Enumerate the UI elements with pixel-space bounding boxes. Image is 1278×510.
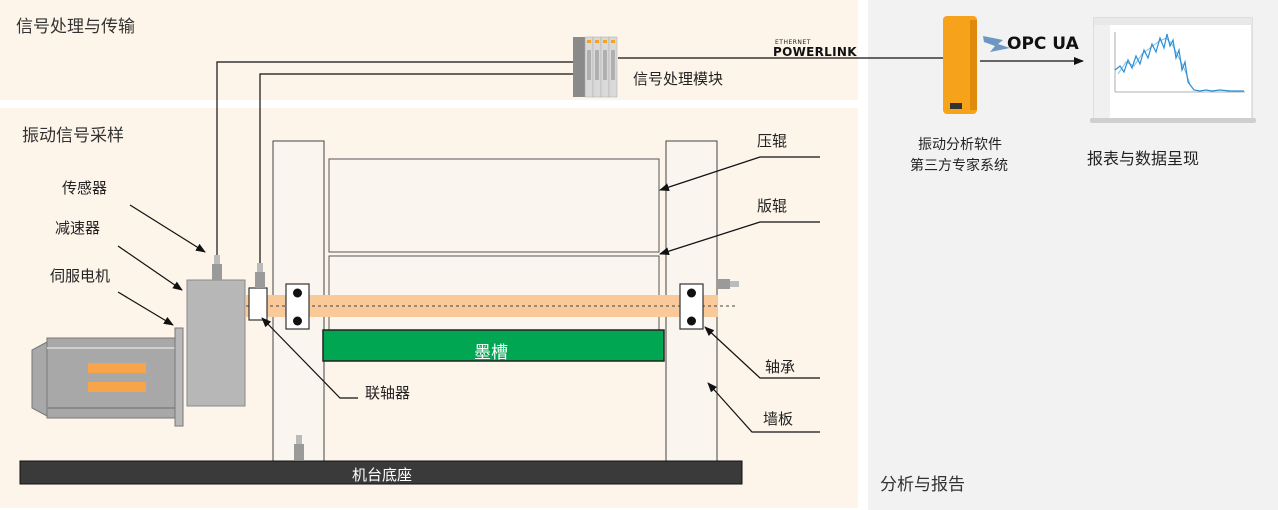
servo-motor-label: 伺服电机: [50, 267, 111, 285]
coupling: [248, 287, 268, 321]
coupling-label: 联轴器: [365, 384, 411, 402]
reducer-label: 减速器: [55, 219, 101, 237]
sensor-leader: [129, 204, 206, 253]
plate-roller-leader: [659, 221, 820, 256]
sensor-reducer: [212, 255, 222, 280]
vibration-sampling-title: 振动信号采样: [22, 126, 124, 146]
analysis-software-label-1: 振动分析软件: [918, 137, 1002, 153]
press-roller: [328, 158, 660, 253]
report-screen: [1090, 17, 1256, 123]
wall-plate-label: 墙板: [763, 410, 794, 428]
opcua-logo-icon: [983, 36, 1010, 52]
plate-roller-label: 版辊: [757, 197, 788, 215]
plate-roller: [328, 255, 660, 333]
signal-module-label: 信号处理模块: [633, 70, 724, 88]
press-roller-leader: [659, 156, 820, 191]
ethernet-logo-text: ETHERNET: [775, 39, 811, 46]
wall-plate-leader: [707, 382, 820, 433]
signal-processing-panel: [0, 0, 858, 100]
press-roller-label: 压辊: [757, 132, 788, 150]
servo-motor-leader: [117, 291, 174, 326]
signal-module-icon: [573, 36, 618, 98]
report-waveform: [1114, 33, 1244, 92]
reducer: [186, 279, 246, 407]
sensor-cable-2: [259, 73, 576, 263]
sensor-base: [294, 435, 304, 460]
sensor-coupling: [255, 263, 265, 288]
left-bearing: [285, 283, 310, 330]
sensor-right: [717, 279, 739, 289]
right-bearing: [679, 283, 704, 330]
opcua-logo: OPC UA: [1007, 34, 1079, 54]
coupling-leader: [261, 317, 358, 399]
bearing-leader: [704, 326, 820, 379]
bearing-label: 轴承: [765, 358, 796, 376]
ink-tank-label: 墨槽: [474, 343, 508, 363]
ink-tank: [322, 329, 665, 362]
machine-base-label: 机台底座: [352, 466, 413, 484]
sensor-cable-1: [216, 61, 576, 255]
analysis-software-icon: [943, 16, 977, 114]
signal-processing-title: 信号处理与传输: [16, 17, 135, 37]
analysis-software-label-2: 第三方专家系统: [910, 158, 1008, 174]
servo-motor: [31, 327, 184, 427]
report-display-label: 报表与数据呈现: [1087, 149, 1200, 168]
analysis-report-title: 分析与报告: [880, 475, 965, 495]
machine-base: [19, 460, 743, 485]
powerlink-logo: POWERLINK: [773, 45, 857, 59]
sensor-label: 传感器: [62, 179, 108, 197]
reducer-leader: [117, 245, 183, 291]
